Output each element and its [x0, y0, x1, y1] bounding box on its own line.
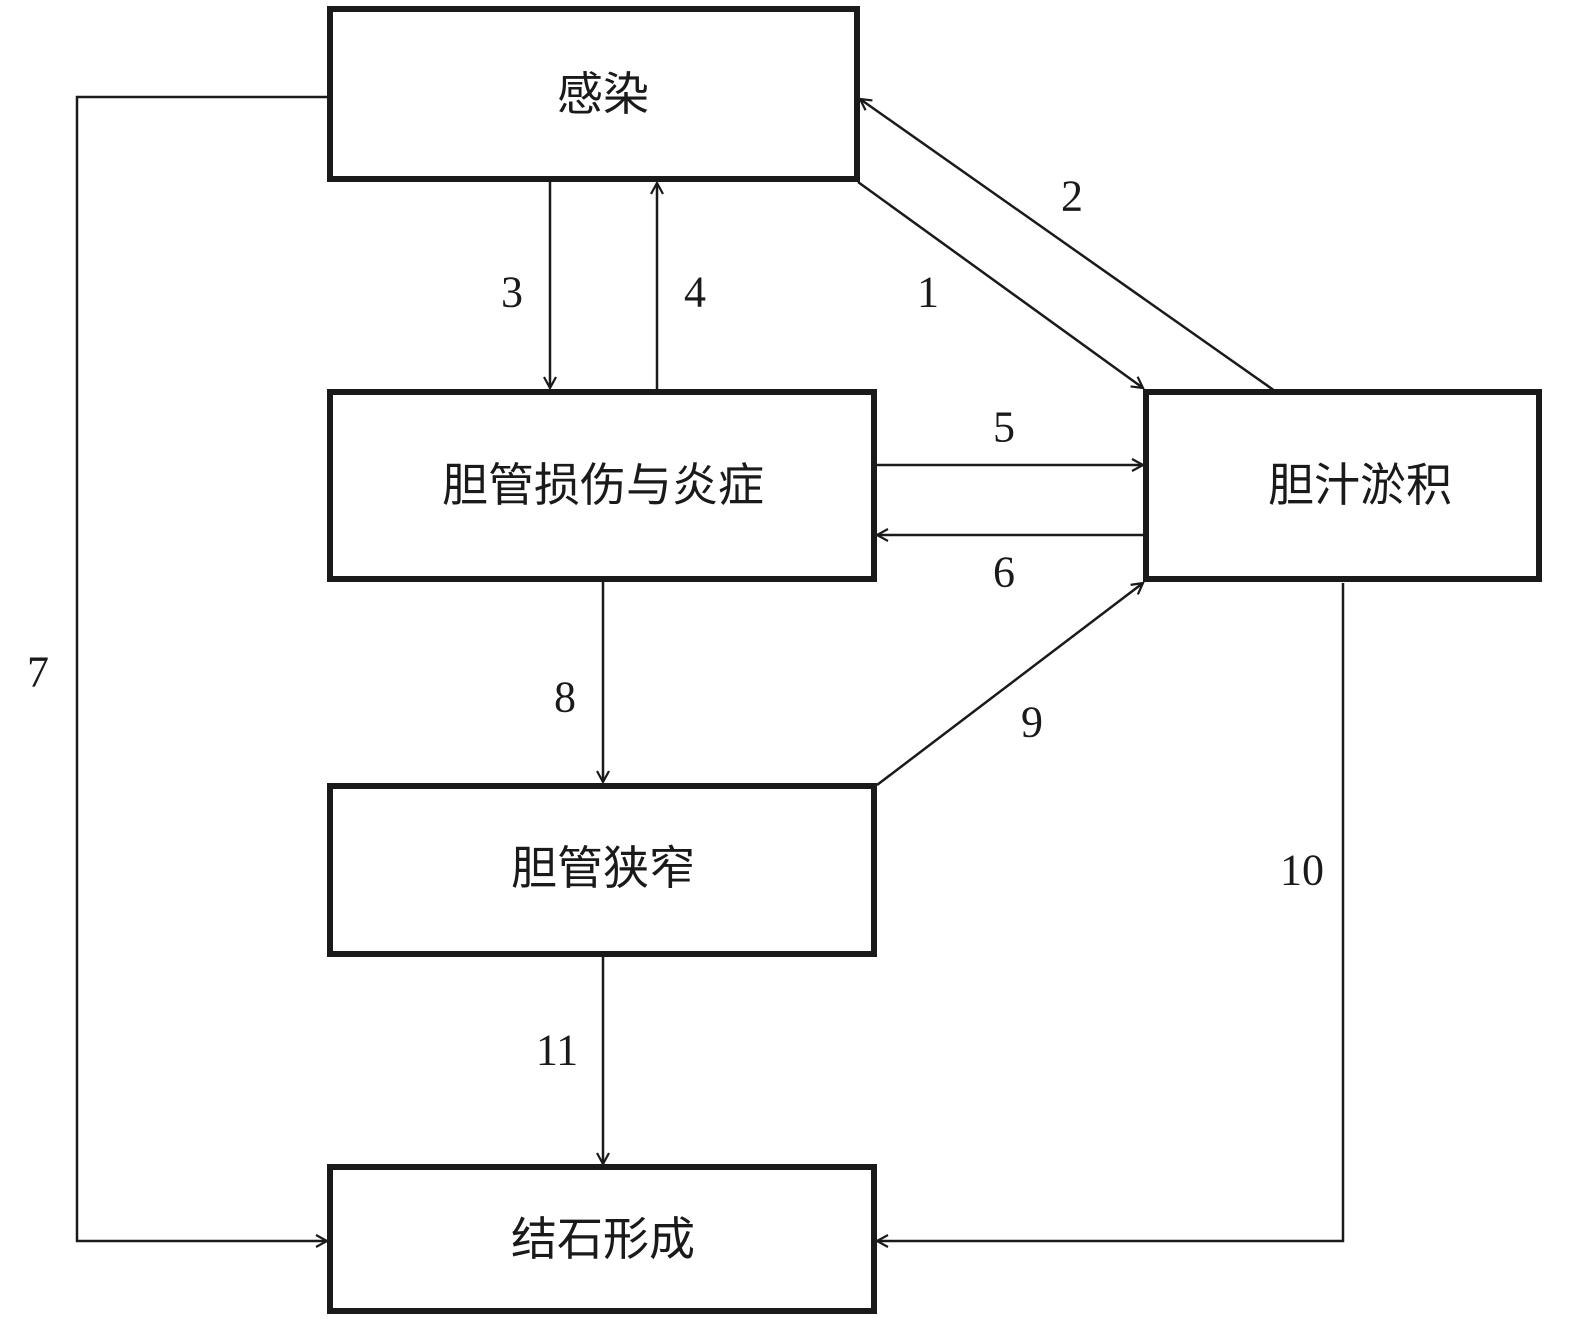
edge-label-5: 5: [993, 403, 1015, 452]
edge-10: 10: [877, 583, 1345, 1241]
edge-11: 11: [536, 957, 603, 1164]
edge-label-3: 3: [501, 268, 523, 317]
node-stone: 结石形成: [327, 1164, 877, 1314]
edge-label-10: 10: [1280, 846, 1324, 895]
node-infection: 感染: [327, 6, 860, 182]
node-label-duct-injury: 胆管损伤与炎症: [442, 458, 764, 512]
edge-1: 1: [857, 180, 1143, 388]
node-label-stricture: 胆管狭窄: [511, 841, 695, 895]
edge-9: 9: [876, 583, 1143, 786]
edge-label-6: 6: [993, 548, 1015, 597]
edge-7: 7: [27, 95, 327, 1241]
edge-2: 2: [860, 99, 1276, 393]
edge-6: 6: [877, 535, 1143, 597]
node-stricture: 胆管狭窄: [327, 783, 877, 957]
edge-label-8: 8: [554, 673, 576, 722]
edge-label-11: 11: [536, 1026, 578, 1075]
node-label-stone: 结石形成: [511, 1212, 695, 1266]
edge-label-9: 9: [1021, 698, 1043, 747]
edge-8: 8: [554, 581, 603, 782]
edge-label-2: 2: [1061, 172, 1083, 221]
edge-label-4: 4: [684, 268, 706, 317]
edge-3: 3: [501, 181, 550, 388]
edge-label-1: 1: [917, 268, 939, 317]
edge-5: 5: [877, 403, 1143, 466]
edge-4: 4: [657, 183, 706, 390]
edge-label-7: 7: [27, 648, 49, 697]
node-label-infection: 感染: [557, 67, 649, 121]
node-duct-injury: 胆管损伤与炎症: [327, 389, 877, 582]
node-label-cholestasis: 胆汁淤积: [1268, 458, 1452, 512]
node-cholestasis: 胆汁淤积: [1143, 389, 1542, 582]
